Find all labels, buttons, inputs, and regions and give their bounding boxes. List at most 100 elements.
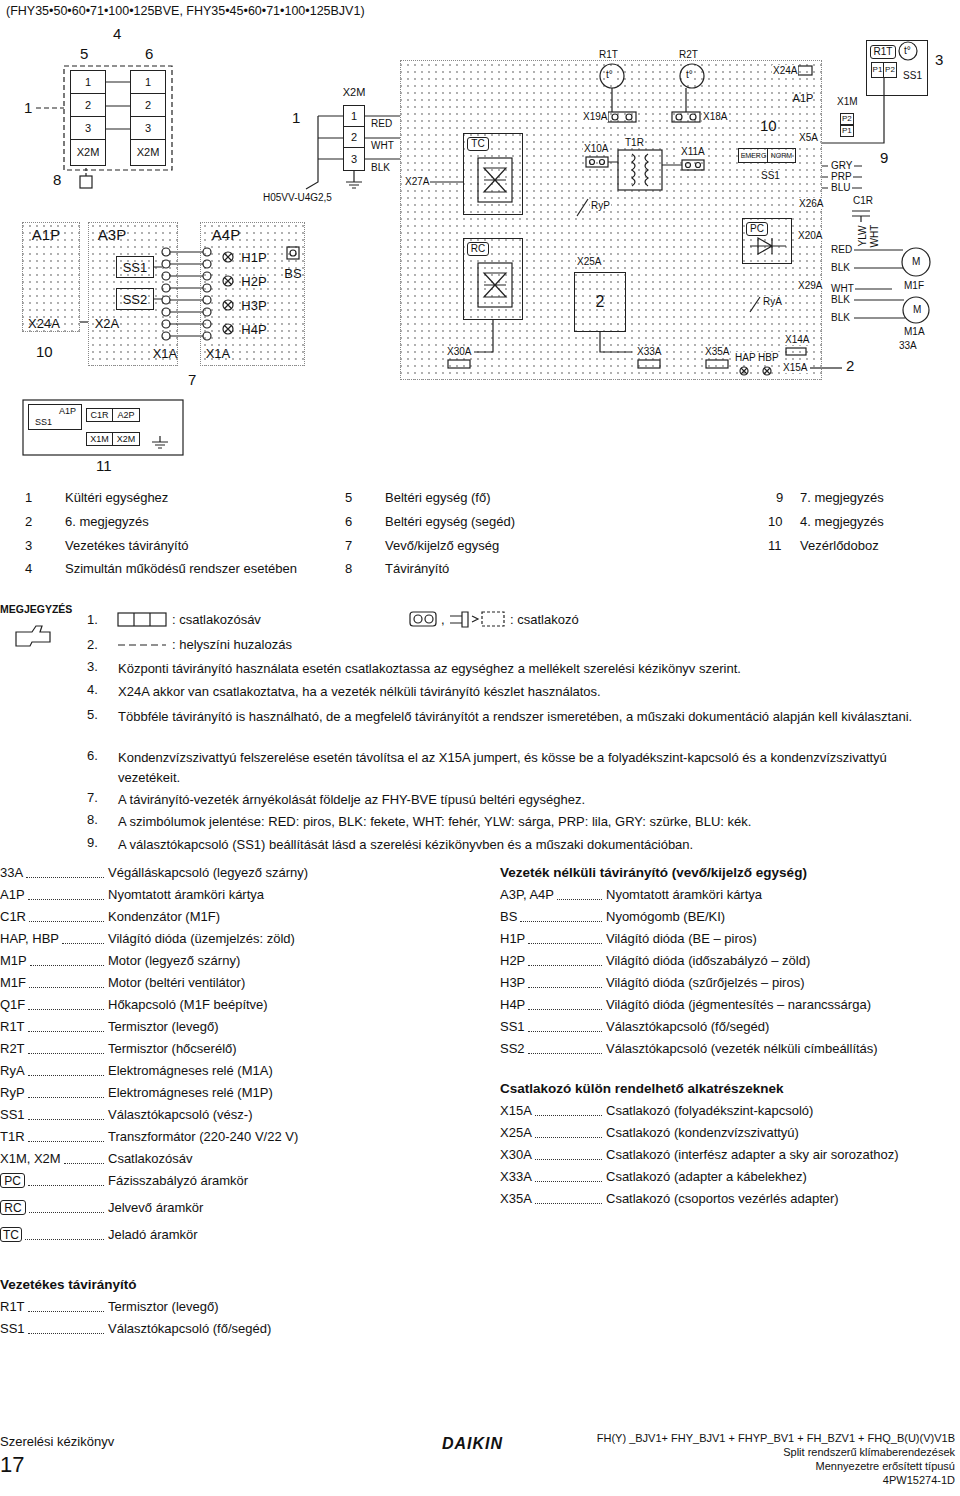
label-text: 7 — [345, 538, 352, 554]
node-text: X2M — [336, 84, 372, 100]
label-text: Jeladó áramkör — [108, 1227, 198, 1243]
node-text: R1T — [870, 45, 896, 59]
label-text: T1R — [0, 1129, 25, 1145]
node-text: 1 — [131, 71, 165, 94]
leader-dots — [528, 1053, 602, 1054]
label-text: Motor (legyező szárny) — [108, 953, 240, 969]
label-text: Split rendszerű klímaberendezések — [783, 1446, 955, 1459]
label-text: RyA — [0, 1063, 25, 1079]
circuit-box: TC — [463, 133, 523, 215]
label-text: SS1 — [0, 1107, 25, 1123]
label-text: HAP — [734, 352, 757, 363]
node-text: A1P — [55, 406, 80, 417]
leader-dots — [64, 1163, 104, 1164]
label-text: : csatlakozósáv — [172, 612, 261, 628]
label-text: 5 — [345, 490, 352, 506]
label-text: RyP — [0, 1085, 25, 1101]
label-text: Elektromágneses relé (M1A) — [108, 1063, 273, 1079]
label-text: 7. megjegyzés — [800, 490, 884, 506]
label-text: WHT — [830, 283, 855, 294]
switch-box: SS1 — [116, 256, 154, 278]
node-text: SS1 — [123, 261, 148, 274]
terminal-strip: X2M123 — [343, 105, 365, 171]
leader-dots — [29, 987, 104, 988]
leader-dots — [528, 965, 602, 966]
label-text: 11 — [768, 538, 782, 554]
label-text: MEGJEGYZÉS — [0, 603, 72, 616]
callout-number: 1 — [292, 110, 300, 126]
label-text: X14A — [784, 334, 810, 345]
label-text: Hőkapcsoló (M1F beépítve) — [108, 997, 268, 1013]
pcb-board: A4PH1PH2PH3PH4PBSX1A — [200, 222, 305, 366]
label-text: 3 — [25, 538, 32, 554]
label-text: X11A — [680, 146, 706, 157]
label-text: WHT — [869, 225, 880, 248]
label-text: X33A — [500, 1169, 532, 1185]
label-text: BLK — [830, 312, 851, 323]
label-text: t° — [685, 69, 694, 80]
label-text: 8. — [87, 812, 98, 828]
callout-number: 7 — [188, 372, 196, 388]
leader-dots — [528, 987, 602, 988]
label-text: 6. — [87, 748, 98, 764]
label-text: HBP — [757, 352, 780, 363]
leader-dots — [557, 899, 602, 900]
leader-dots — [28, 1185, 104, 1186]
leader-dots — [535, 1137, 602, 1138]
label-text: 5. — [87, 707, 98, 723]
label-text: RyA — [762, 296, 783, 307]
label-text: : csatlakozó — [510, 612, 579, 628]
callout-number: 4 — [113, 26, 121, 42]
label-text: BLK — [830, 294, 851, 305]
leader-dots — [29, 921, 104, 922]
node-text: 3 — [71, 117, 105, 140]
label-text: P1 — [840, 125, 854, 137]
node-text: 2 — [596, 294, 605, 310]
pcb-board: A1PX24A — [22, 222, 80, 332]
leader-dots — [28, 899, 104, 900]
leader-dots — [62, 943, 104, 944]
label-text: X26A — [798, 198, 824, 209]
label-text: Választókapcsoló (fő/segéd) — [606, 1019, 769, 1035]
label-text: 6 — [345, 514, 352, 530]
leader-dots — [28, 1119, 104, 1120]
node-text: 1 — [71, 71, 105, 94]
label-text: X18A — [702, 111, 728, 122]
leader-dots — [28, 1141, 104, 1142]
label-text: 2 — [25, 514, 32, 530]
node-text: X1M — [90, 435, 109, 444]
callout-number: 5 — [80, 46, 88, 62]
leader-dots — [28, 1053, 104, 1054]
label-text: Jelvevő áramkör — [108, 1200, 203, 1216]
node-text: X24A — [24, 315, 64, 331]
label-text: SS1 — [0, 1321, 25, 1337]
label-text: 10 — [768, 514, 782, 530]
label-text: Szerelési kézikönyv — [0, 1434, 114, 1450]
pcb-dots — [88, 222, 178, 366]
node-text: PC — [746, 222, 768, 236]
leader-dots — [535, 1159, 602, 1160]
label-text: Szimultán működésű rendszer esetében — [65, 561, 297, 577]
label-text: R1T — [0, 1299, 25, 1315]
label-text: 33A — [0, 865, 23, 881]
callout-number: 2 — [846, 358, 854, 374]
label-text: Vevő/kijelző egység — [385, 538, 499, 554]
label-text: X35A — [500, 1191, 532, 1207]
label-text: Csatlakozó (folyadékszint-kapcsoló) — [606, 1103, 813, 1119]
label-text: Csatlakozósáv — [108, 1151, 193, 1167]
label-text: Csatlakozó (interfész adapter a sky air … — [606, 1147, 899, 1163]
label-text: X30A — [446, 346, 472, 357]
label-text: M1A — [903, 326, 926, 337]
note-text: A távirányító-vezeték árnyékolását földe… — [118, 790, 948, 810]
label-text: H4P — [500, 997, 525, 1013]
node-text: C1R — [90, 411, 108, 420]
label-text: H05VV-U4G2,5 — [262, 192, 333, 203]
label-text: Termisztor (hőcserélő) — [108, 1041, 237, 1057]
label-text: SS1 — [500, 1019, 525, 1035]
label-text: H3P — [500, 975, 525, 991]
label-text: Kondenzátor (M1F) — [108, 909, 220, 925]
node-text: H1P — [237, 249, 271, 265]
leader-dots — [528, 943, 602, 944]
circuit-box: RC — [463, 238, 523, 320]
node-text: X2M — [71, 140, 105, 165]
